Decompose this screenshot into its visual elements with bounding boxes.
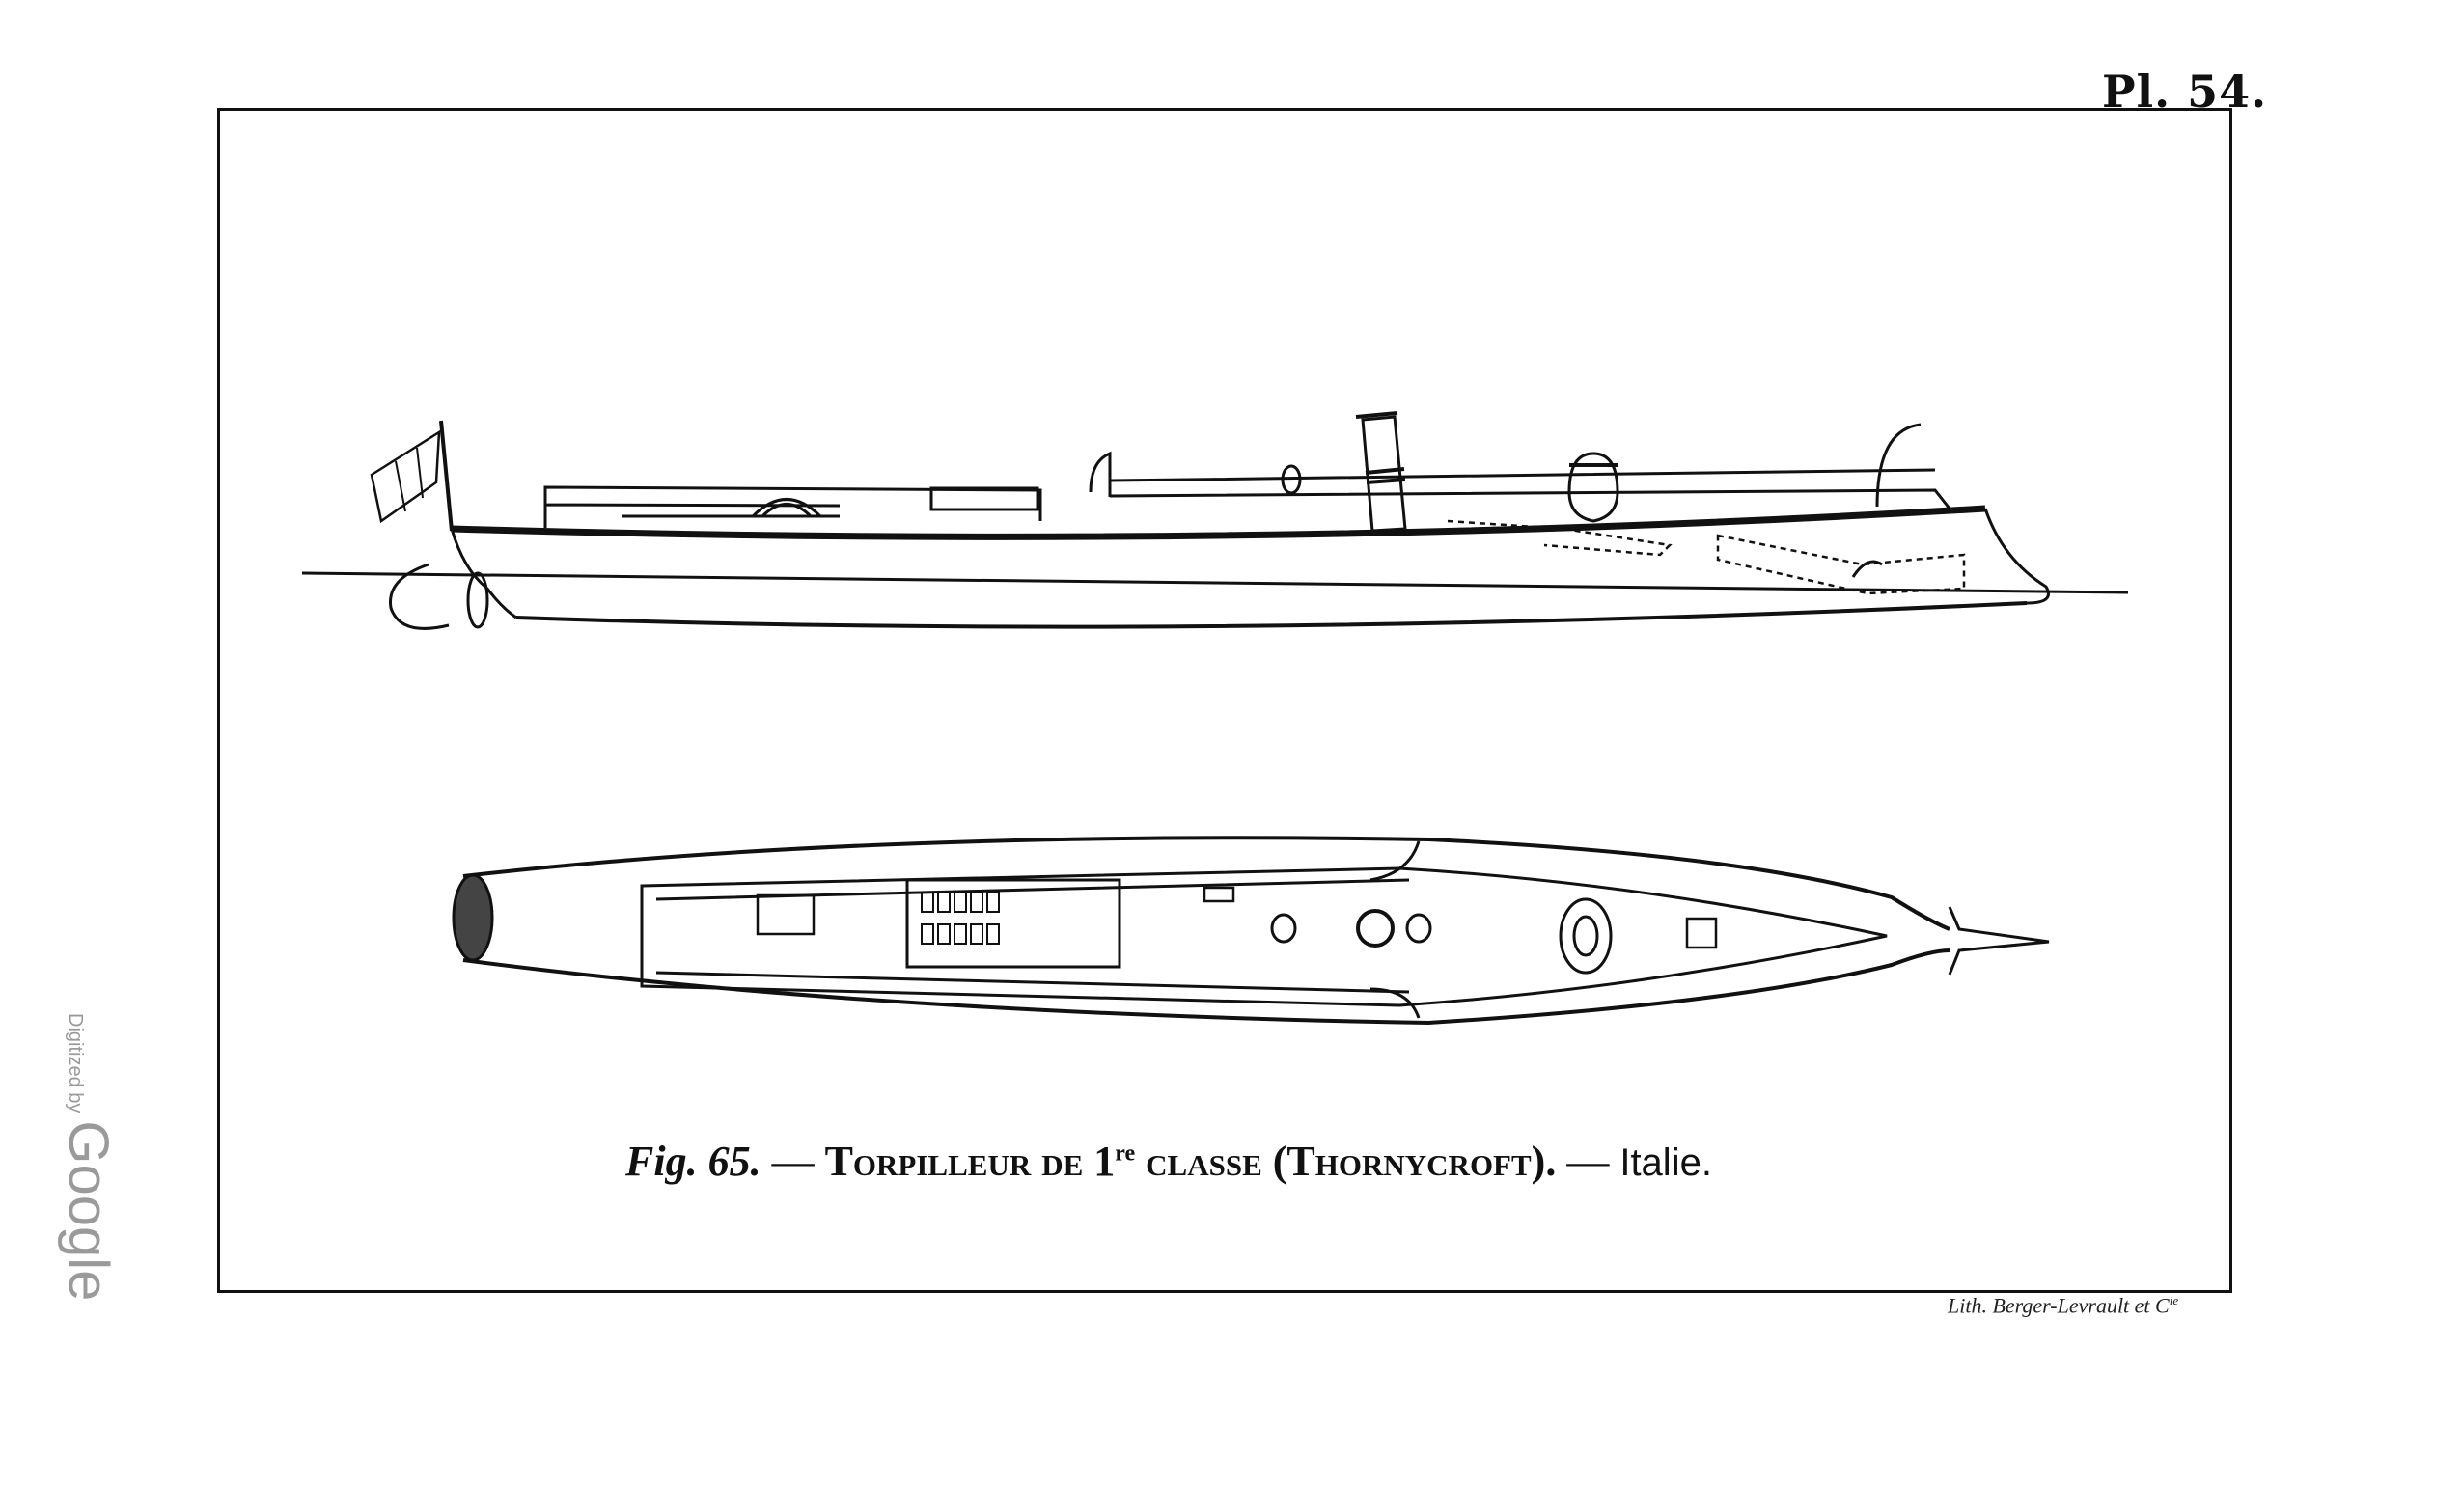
inner-deck-outline	[640, 866, 1888, 1007]
caption-title-a: Torpilleur de 1	[824, 1138, 1116, 1185]
bow-profile	[1983, 508, 2050, 605]
ventilator-small	[1281, 464, 1302, 495]
boilers	[921, 892, 1000, 945]
figure-number: Fig. 65.	[625, 1138, 761, 1185]
watermark-small: Digitized by	[65, 1013, 86, 1113]
deck-line	[451, 505, 1986, 540]
plan-view	[452, 836, 2050, 1026]
ventilator-top	[1270, 913, 1297, 944]
printer-credit-sup: ie	[2169, 1293, 2179, 1307]
printer-credit: Lith. Berger-Levrault et Cie	[1948, 1293, 2178, 1318]
sponson-bottom	[1369, 987, 1421, 1019]
engine-room	[905, 878, 1121, 969]
digitization-watermark: Digitized by Google	[56, 1013, 121, 1301]
sponson-top	[1369, 840, 1421, 882]
propeller	[466, 571, 489, 629]
bow-davit	[1875, 423, 1922, 508]
rudder	[388, 563, 450, 630]
printer-credit-text: Lith. Berger-Levrault et C	[1948, 1293, 2170, 1318]
skylight	[1203, 886, 1235, 903]
hull-outline	[462, 836, 1950, 1026]
plate-frame	[217, 108, 2232, 1293]
side-elevation	[301, 411, 2129, 630]
conning-tower-top	[1559, 897, 1613, 975]
stern-grating	[452, 873, 494, 962]
caption-dash: —	[761, 1138, 825, 1185]
funnel-top	[1356, 909, 1395, 948]
caption-dash-2: —	[1556, 1138, 1620, 1185]
caption-title-b: classe (Thornycroft).	[1135, 1138, 1557, 1185]
rail-aft	[543, 485, 1042, 528]
deckhouse	[929, 486, 1039, 511]
rail-forward	[1109, 468, 1951, 509]
ventilator-aft	[1089, 451, 1112, 497]
hatch-aft	[756, 893, 816, 936]
skylight-arc	[751, 498, 822, 518]
bow-hatch	[1685, 917, 1718, 949]
waterline	[301, 571, 2129, 594]
flag	[370, 429, 441, 524]
caption-country: Italie.	[1619, 1141, 1712, 1184]
torpedo-tube-bow	[1716, 534, 1966, 595]
caption-title-sup: re	[1115, 1141, 1136, 1167]
stern-post	[450, 528, 517, 619]
figure-caption: Fig. 65. — Torpilleur de 1re classe (Tho…	[625, 1137, 1712, 1186]
flagstaff	[439, 420, 454, 532]
conning-dome	[1567, 452, 1619, 523]
watermark-logo: Google	[57, 1120, 120, 1302]
torpedo-tube-dashed	[1447, 519, 1673, 557]
bow-tip	[1948, 906, 2050, 976]
funnel	[1361, 415, 1407, 533]
hull-keel	[515, 601, 2028, 629]
